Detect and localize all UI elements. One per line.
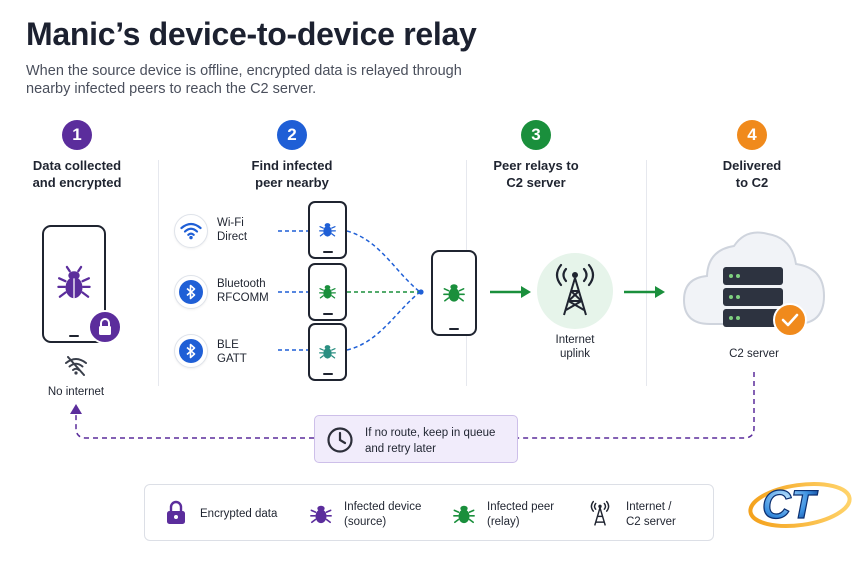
lock-icon xyxy=(99,318,111,335)
brand-logo: CT xyxy=(748,482,852,528)
server-unit xyxy=(723,309,783,327)
antenna-icon xyxy=(590,500,610,526)
bluetooth-icon xyxy=(186,343,196,359)
server-rack xyxy=(723,267,783,327)
svg-text:CT: CT xyxy=(762,483,819,527)
relay-arrow-head xyxy=(521,286,531,298)
antenna-icon xyxy=(555,263,595,316)
peer-converge-line-top xyxy=(346,230,421,293)
wifi-icon xyxy=(180,222,202,240)
legend: Encrypted data Infected device(source) xyxy=(144,484,714,541)
server-unit xyxy=(723,267,783,285)
legend-label: Infected device(source) xyxy=(344,501,422,528)
legend-item-infected-peer: Infected peer(relay) xyxy=(453,499,573,531)
peer-phone-ble xyxy=(308,323,347,381)
bug-icon xyxy=(310,505,332,524)
lock-badge xyxy=(88,310,122,344)
retry-loop-arrow-head xyxy=(70,404,82,414)
server-unit xyxy=(723,288,783,306)
junction-dot xyxy=(418,289,424,295)
bluetooth-icon xyxy=(186,284,196,300)
legend-label: Infected peer(relay) xyxy=(487,501,555,528)
column-divider xyxy=(646,160,647,386)
bug-icon xyxy=(318,223,336,237)
uplink-arrow-head xyxy=(655,286,665,298)
legend-item-internet-c2: Internet /C2 server xyxy=(589,497,709,531)
page-title: Manic’s device-to-device relay xyxy=(26,16,477,52)
retry-loop-line-right xyxy=(518,372,755,439)
bug-icon xyxy=(453,505,475,524)
legend-label: Internet /C2 server xyxy=(626,501,676,528)
relay-phone xyxy=(431,250,477,336)
lock-icon xyxy=(167,500,185,524)
step-1-number: 1 xyxy=(62,120,92,150)
ble-channel-badge xyxy=(174,334,208,368)
no-internet-label: No internet xyxy=(47,386,105,398)
step-4-number: 4 xyxy=(737,120,767,150)
step-2-number: 2 xyxy=(277,120,307,150)
column-divider xyxy=(158,160,159,386)
c2-server-label: C2 server xyxy=(729,348,779,360)
step-3-number: 3 xyxy=(521,120,551,150)
page-subtitle: When the source device is offline, encry… xyxy=(26,63,462,97)
peer-phone-wifi xyxy=(308,201,347,259)
retry-loop-line-left xyxy=(75,412,314,439)
checkmark-icon xyxy=(781,313,799,327)
bug-icon xyxy=(57,265,91,299)
no-wifi-icon xyxy=(65,356,87,376)
uplink-tower-badge xyxy=(537,253,613,329)
wifi-channel-badge xyxy=(174,214,208,248)
bug-icon xyxy=(318,345,336,359)
peer-converge-line-bottom xyxy=(346,291,421,351)
legend-label: Encrypted data xyxy=(200,508,278,520)
clock-icon xyxy=(327,427,353,453)
bluetooth-channel-badge xyxy=(174,275,208,309)
peer-phone-bluetooth xyxy=(308,263,347,321)
bug-icon xyxy=(442,284,465,302)
legend-item-infected-device: Infected device(source) xyxy=(310,499,440,531)
legend-item-encrypted: Encrypted data xyxy=(165,499,295,529)
delivered-check-badge xyxy=(773,303,807,337)
bug-icon xyxy=(318,285,336,299)
